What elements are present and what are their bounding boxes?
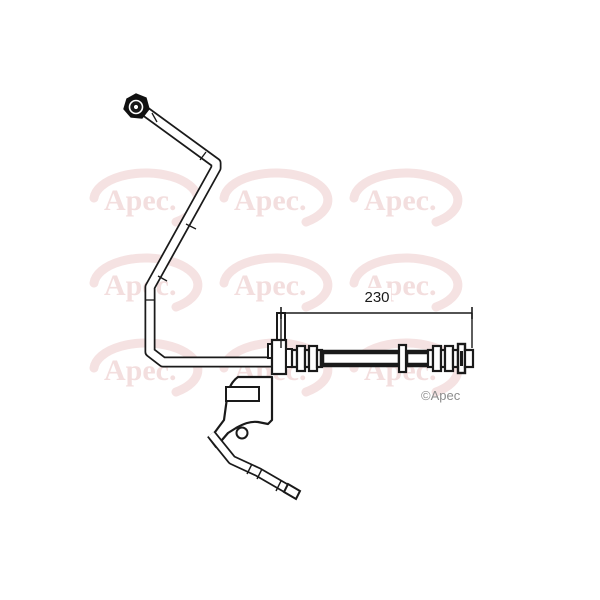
watermark-text: Apec. bbox=[364, 184, 436, 217]
lower-spur-body bbox=[208, 431, 298, 497]
dimension-230 bbox=[280, 307, 473, 348]
crimp-collar-group-left bbox=[290, 344, 324, 373]
watermark-text: Apec. bbox=[234, 269, 306, 302]
banjo-bolt-fitting bbox=[123, 93, 150, 119]
watermark-arc-icon bbox=[219, 168, 333, 227]
watermark-arc-icon bbox=[219, 253, 333, 312]
end-connector-mark bbox=[460, 351, 463, 366]
clamp-band bbox=[397, 343, 408, 374]
copyright-notice: ©Apec bbox=[421, 388, 461, 403]
watermark-group: Apec.Apec.Apec.Apec.Apec.Apec.Apec.Apec.… bbox=[89, 168, 463, 397]
pipe-ferrule-marks bbox=[145, 112, 207, 301]
dimension-label-backdrop bbox=[363, 288, 391, 305]
watermark-arc-icon bbox=[89, 253, 203, 312]
watermark-arc-icon bbox=[349, 168, 463, 227]
watermark-arc-icon bbox=[89, 338, 203, 397]
end-connector bbox=[456, 342, 475, 375]
bracket-slot bbox=[225, 386, 260, 402]
watermark-mark: Apec. bbox=[219, 253, 333, 312]
watermark-arc-icon bbox=[349, 253, 463, 312]
watermark-text: Apec. bbox=[104, 269, 176, 302]
bracket-hole bbox=[235, 426, 249, 440]
watermark-mark: Apec. bbox=[349, 168, 463, 227]
watermark-mark: Apec. bbox=[89, 253, 203, 312]
mounting-bracket bbox=[208, 375, 274, 449]
end-connector-neck bbox=[463, 348, 475, 369]
lower-spur-ferrules bbox=[246, 463, 282, 492]
lower-spur-pipe bbox=[207, 430, 302, 501]
rigid-pipe bbox=[142, 107, 281, 368]
rigid-pipe-body bbox=[143, 108, 281, 366]
lower-spur-tip bbox=[282, 482, 302, 501]
watermark-mark: Apec. bbox=[219, 168, 333, 227]
watermark-text: Apec. bbox=[234, 184, 306, 217]
watermark-text: Apec. bbox=[104, 184, 176, 217]
banjo-bore bbox=[132, 103, 140, 111]
dimension-label: 230 bbox=[364, 289, 389, 306]
